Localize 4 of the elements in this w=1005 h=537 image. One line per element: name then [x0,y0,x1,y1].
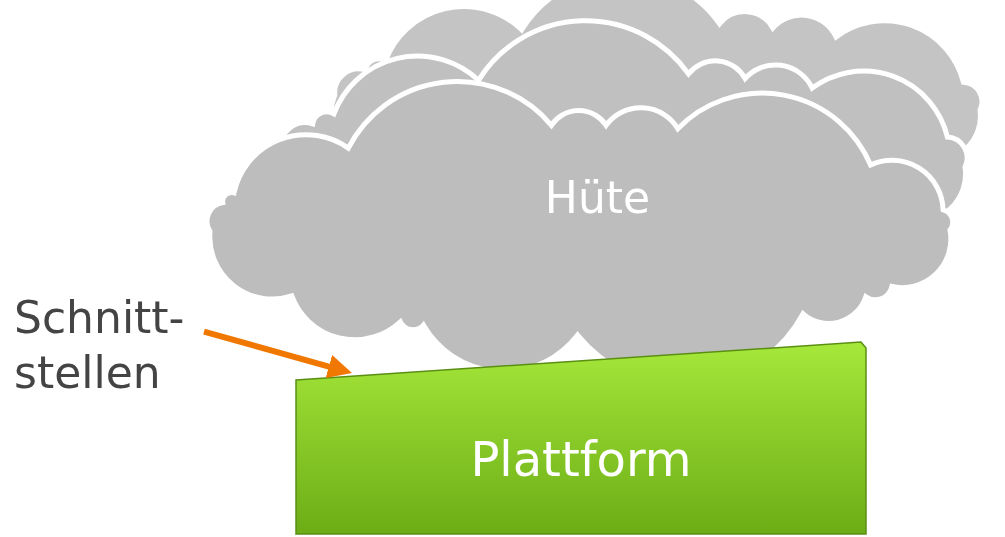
platform-label: Plattform [470,430,692,489]
arrow [203,328,352,379]
callout-label: Schnitt- stellen [14,291,186,400]
cloud-label: Hüte [544,170,651,225]
